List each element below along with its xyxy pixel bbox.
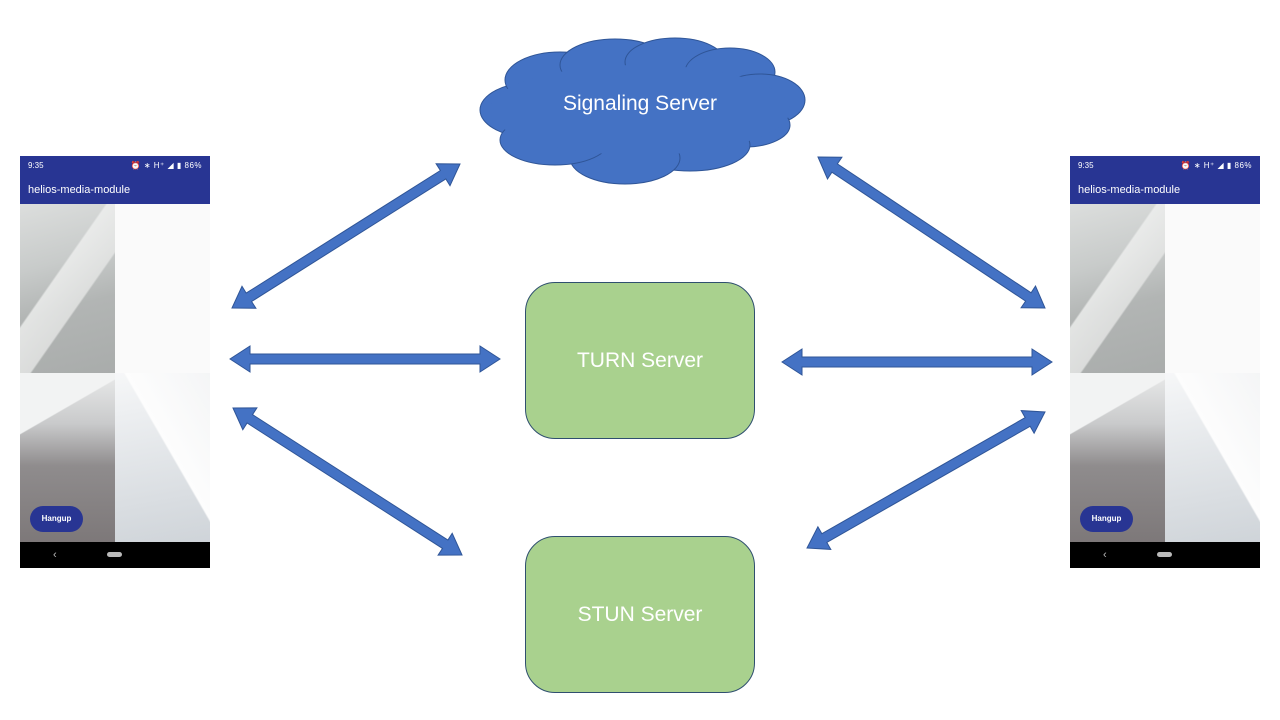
video-tile-remote-1 <box>115 204 210 373</box>
status-bar: 9:35 ⏰ ∗ H⁺ ◢ ▮ 86% <box>1070 156 1260 176</box>
turn-server-box: TURN Server <box>525 282 755 439</box>
status-time: 9:35 <box>1078 161 1094 170</box>
hangup-button[interactable]: Hangup <box>30 506 83 532</box>
video-tile-local <box>1070 204 1165 373</box>
video-tile-local <box>20 204 115 373</box>
arrow-left-phone-to-stun <box>232 407 463 556</box>
app-bar: helios-media-module <box>20 176 210 204</box>
nav-bar: ‹ <box>20 542 210 568</box>
app-bar: helios-media-module <box>1070 176 1260 204</box>
video-tile-remote-3 <box>115 373 210 542</box>
arrow-right-phone-to-signaling <box>817 156 1046 309</box>
phone-left: 9:35 ⏰ ∗ H⁺ ◢ ▮ 86% helios-media-module … <box>20 156 210 568</box>
stun-server-label: STUN Server <box>577 602 703 626</box>
arrow-right-phone-to-stun <box>806 410 1046 550</box>
app-title: helios-media-module <box>1078 184 1181 196</box>
video-tile-remote-1 <box>1165 204 1260 373</box>
arrow-right-phone-to-turn <box>781 348 1053 376</box>
hangup-button[interactable]: Hangup <box>1080 506 1133 532</box>
video-tile-remote-3 <box>1165 373 1260 542</box>
signaling-server-label: Signaling Server <box>562 92 718 115</box>
turn-server-label: TURN Server <box>576 348 703 372</box>
nav-bar: ‹ <box>1070 542 1260 568</box>
home-pill-icon[interactable] <box>107 552 122 557</box>
app-title: helios-media-module <box>28 184 131 196</box>
back-icon[interactable]: ‹ <box>1103 549 1107 561</box>
status-time: 9:35 <box>28 161 44 170</box>
status-icons: ⏰ ∗ H⁺ ◢ ▮ 86% <box>130 161 202 170</box>
back-icon[interactable]: ‹ <box>53 549 57 561</box>
home-pill-icon[interactable] <box>1157 552 1172 557</box>
phone-right: 9:35 ⏰ ∗ H⁺ ◢ ▮ 86% helios-media-module … <box>1070 156 1260 568</box>
status-bar: 9:35 ⏰ ∗ H⁺ ◢ ▮ 86% <box>20 156 210 176</box>
arrow-left-phone-to-signaling <box>231 163 461 309</box>
status-icons: ⏰ ∗ H⁺ ◢ ▮ 86% <box>1180 161 1252 170</box>
arrow-left-phone-to-turn <box>229 345 501 373</box>
stun-server-box: STUN Server <box>525 536 755 693</box>
